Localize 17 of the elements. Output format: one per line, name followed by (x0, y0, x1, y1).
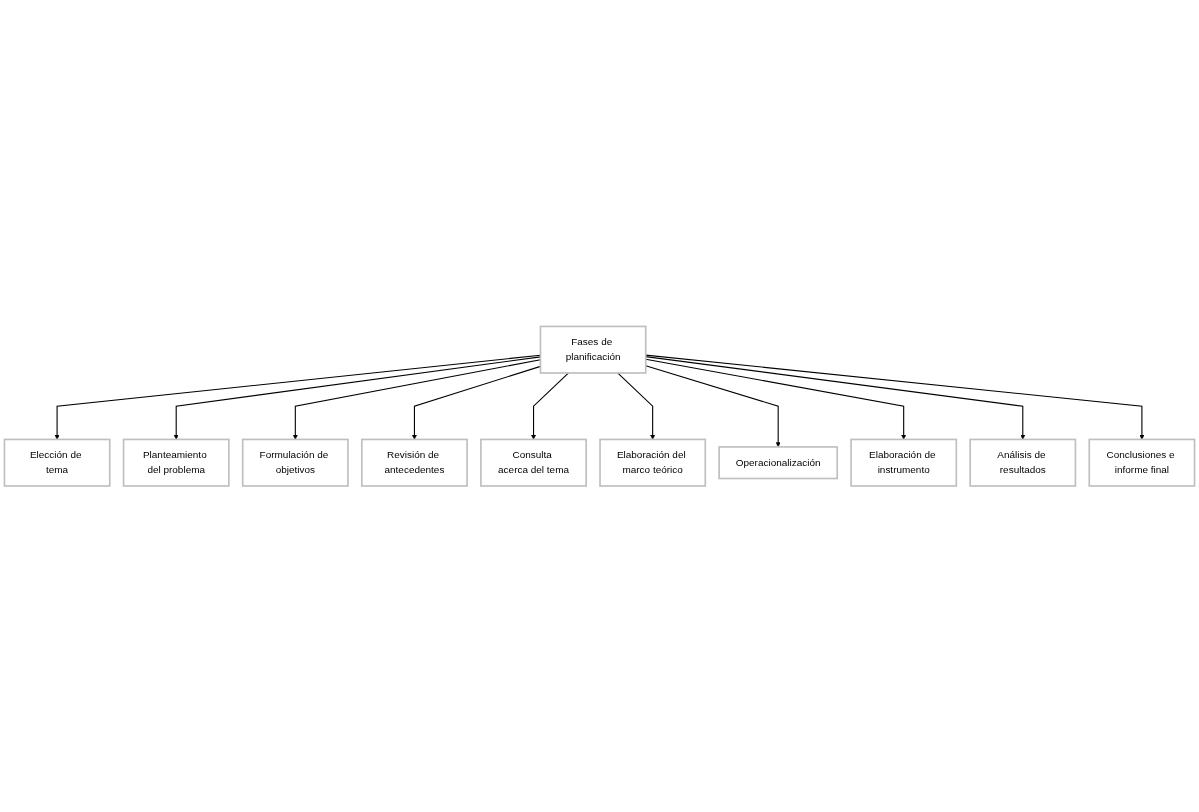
node-box: Conclusiones e informe final (1088, 438, 1196, 487)
arrow (531, 372, 570, 440)
node-box: Formulación de objetivos (241, 438, 349, 487)
node-box: Elaboración de instrumento (850, 438, 958, 487)
arrow (645, 354, 1145, 440)
arrow (645, 355, 1026, 440)
arrow (645, 365, 781, 447)
node-box: Elección de tema (3, 438, 111, 487)
node-box: Planteamiento del problema (122, 438, 230, 487)
node-box: Elaboración del marco teórico (599, 438, 707, 487)
node-box: Fases de planificación (539, 325, 647, 374)
node-box: Análisis de resultados (969, 438, 1077, 487)
arrow (645, 358, 907, 440)
node-box: Operacionalización (718, 445, 839, 480)
arrow (617, 372, 656, 440)
node-box: Consulta acerca del tema (480, 438, 587, 487)
node-box: Revisión de antecedentes (360, 438, 468, 487)
